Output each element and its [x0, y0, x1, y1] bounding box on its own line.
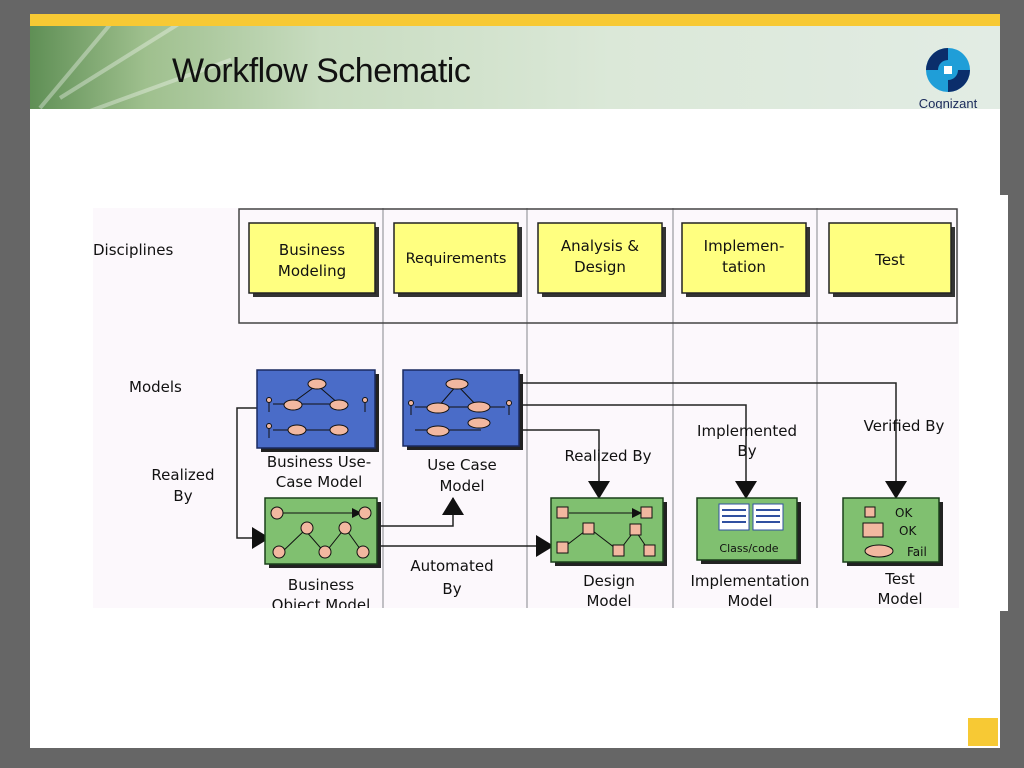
use-case-model: Use Case Model	[402, 369, 523, 495]
relation-realized-by: Realized By	[564, 447, 651, 465]
test-legend-ok: OK	[899, 524, 917, 538]
realized-by-design-connector	[523, 429, 610, 499]
relation-implemented-by: Implemented	[697, 422, 797, 440]
realized-by-connector	[236, 407, 270, 549]
diagram-edge	[1000, 195, 1008, 611]
implementation-inner-label: Class/code	[719, 542, 778, 555]
model-label: Use Case	[427, 456, 497, 474]
model-label: Business	[288, 576, 354, 594]
bom-to-usecase-connector	[381, 497, 464, 527]
realized-by-label-line2: By	[173, 487, 192, 505]
model-label: Business Use-	[267, 453, 371, 471]
model-label: Implementation	[690, 572, 809, 590]
row-label-disciplines: Disciplines	[93, 241, 174, 259]
discipline-label: Modeling	[278, 262, 346, 280]
slide-header: Workflow Schematic Cognizant	[30, 26, 1000, 109]
discipline-label: Requirements	[406, 251, 507, 267]
corner-accent	[968, 718, 998, 746]
design-model: Design Model	[550, 497, 667, 608]
business-use-case-model: Business Use- Case Model	[256, 369, 379, 491]
relation-implemented-by: By	[737, 442, 756, 460]
discipline-label: Test	[874, 251, 905, 269]
column-separators	[382, 208, 818, 608]
cognizant-logo: Cognizant	[908, 46, 988, 109]
discipline-requirements: Requirements	[393, 222, 522, 297]
model-label: Test	[884, 570, 915, 588]
model-label: Model	[439, 477, 484, 495]
object-icons	[270, 506, 372, 559]
relation-automated-by: Automated	[410, 557, 493, 575]
test-result-icons	[862, 506, 894, 558]
model-label: Object Model	[272, 596, 371, 608]
workflow-diagram-svg: Disciplines Models Realized By Business …	[93, 208, 958, 608]
top-accent-stripe	[30, 14, 1000, 26]
connectors	[236, 382, 907, 557]
logo-text: Cognizant	[918, 96, 978, 109]
model-label: Case Model	[276, 473, 363, 491]
discipline-implementation: Implemen- tation	[681, 222, 810, 297]
realized-by-label-line1: Realized	[151, 466, 214, 484]
discipline-label: tation	[722, 258, 766, 276]
class-icons	[556, 506, 656, 557]
workflow-diagram: Disciplines Models Realized By Business …	[93, 208, 959, 608]
verified-by-connector	[523, 382, 907, 499]
slide-title: Workflow Schematic	[172, 52, 471, 90]
model-label: Model	[727, 592, 772, 608]
relation-automated-by: By	[442, 580, 461, 598]
test-model: OK OK Fail Test Model	[842, 497, 943, 608]
cognizant-logo-icon	[926, 48, 970, 92]
test-legend-ok: OK	[895, 506, 913, 520]
discipline-analysis-design: Analysis & Design	[537, 222, 666, 297]
implemented-by-connector	[523, 404, 757, 499]
model-label: Design	[583, 572, 635, 590]
use-case-icons	[408, 378, 512, 437]
discipline-business-modeling: Business Modeling	[248, 222, 379, 297]
discipline-label: Analysis &	[561, 237, 640, 255]
model-label: Model	[877, 590, 922, 608]
discipline-label: Implemen-	[704, 237, 785, 255]
test-legend-fail: Fail	[907, 545, 927, 559]
use-case-icons	[266, 378, 368, 438]
model-label: Model	[586, 592, 631, 608]
row-label-models: Models	[129, 378, 182, 396]
disciplines-frame	[238, 208, 958, 324]
discipline-label: Design	[574, 258, 626, 276]
code-file-icon	[718, 503, 784, 531]
discipline-label: Business	[279, 241, 345, 259]
business-object-model: Business Object Model	[264, 497, 381, 608]
implementation-model: Class/code Implementation Model	[690, 497, 810, 608]
relation-verified-by: Verified By	[864, 417, 945, 435]
discipline-test: Test	[828, 222, 955, 297]
